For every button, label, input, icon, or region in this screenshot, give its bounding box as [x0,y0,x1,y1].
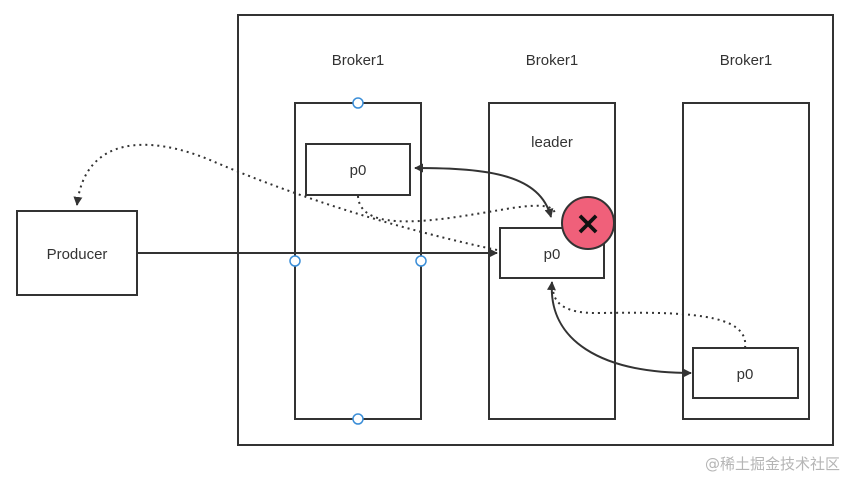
failure-x-icon: × [575,204,602,242]
selection-handle-bottom[interactable] [352,413,364,425]
broker-2-title: Broker1 [526,52,579,69]
follower2-dotted-link [551,284,747,349]
watermark: @稀土掘金技术社区 [705,455,840,473]
leader-to-follower1-sync-arrow [414,163,554,218]
leader-label: leader [531,134,573,151]
leader-to-producer-dotted-arrow [73,143,498,251]
follower1-dotted-link [357,195,556,223]
selection-handle-left[interactable] [289,255,301,267]
broker-3-title: Broker1 [720,52,773,69]
selection-handle-top[interactable] [352,97,364,109]
leader-to-follower2-sync-arrow [546,281,692,378]
partition-p0-follower-2 [692,347,799,399]
partition-p0-follower-2-label: p0 [737,366,754,383]
partition-p0-follower-1-label: p0 [350,162,367,179]
producer-box [16,210,138,296]
partition-p0-leader-label: p0 [544,246,561,263]
broker-1-title: Broker1 [332,52,385,69]
partition-p0-follower-1 [305,143,411,196]
producer-label: Producer [47,246,108,263]
failure-marker [561,196,615,250]
selection-handle-right[interactable] [415,255,427,267]
